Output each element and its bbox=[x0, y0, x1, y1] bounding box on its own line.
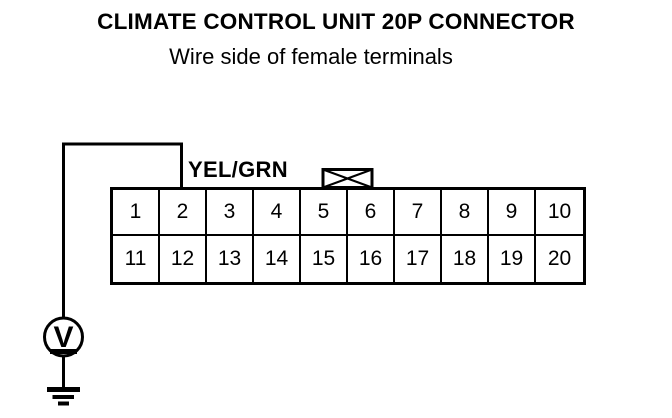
voltmeter-label: V bbox=[53, 321, 73, 354]
pin-cell-17: 17 bbox=[395, 236, 442, 282]
pin-cell-18: 18 bbox=[442, 236, 489, 282]
page-title: CLIMATE CONTROL UNIT 20P CONNECTOR bbox=[97, 9, 575, 34]
pin-cell-6: 6 bbox=[348, 190, 395, 236]
pin-cell-5: 5 bbox=[301, 190, 348, 236]
pin-cell-11: 11 bbox=[113, 236, 160, 282]
pin-cell-8: 8 bbox=[442, 190, 489, 236]
pin-cell-3: 3 bbox=[207, 190, 254, 236]
pin-cell-19: 19 bbox=[489, 236, 536, 282]
wire-color-label: YEL/GRN bbox=[188, 157, 288, 182]
pin-cell-1: 1 bbox=[113, 190, 160, 236]
pin-cell-7: 7 bbox=[395, 190, 442, 236]
crossed-cavity-icon bbox=[321, 168, 374, 189]
pin-cell-20: 20 bbox=[547, 247, 572, 270]
page-subtitle: Wire side of female terminals bbox=[169, 44, 453, 69]
pin-cell-10: 10 bbox=[536, 190, 583, 236]
connector-pin-grid: 1 2 3 4 5 6 7 8 9 10 11 12 13 14 15 16 1… bbox=[110, 187, 586, 285]
pin-cell-14: 14 bbox=[254, 236, 301, 282]
pin-cell-13: 13 bbox=[207, 236, 254, 282]
voltmeter-icon: V bbox=[43, 316, 84, 358]
pin-cell-12: 12 bbox=[160, 236, 207, 282]
pin-cell-16: 16 bbox=[348, 236, 395, 282]
pin-cell-2: 2 bbox=[160, 190, 207, 236]
pin-cell-4: 4 bbox=[254, 190, 301, 236]
pin-cell-9: 9 bbox=[489, 190, 536, 236]
ground-icon bbox=[47, 387, 80, 406]
pin-cell-15: 15 bbox=[301, 236, 348, 282]
